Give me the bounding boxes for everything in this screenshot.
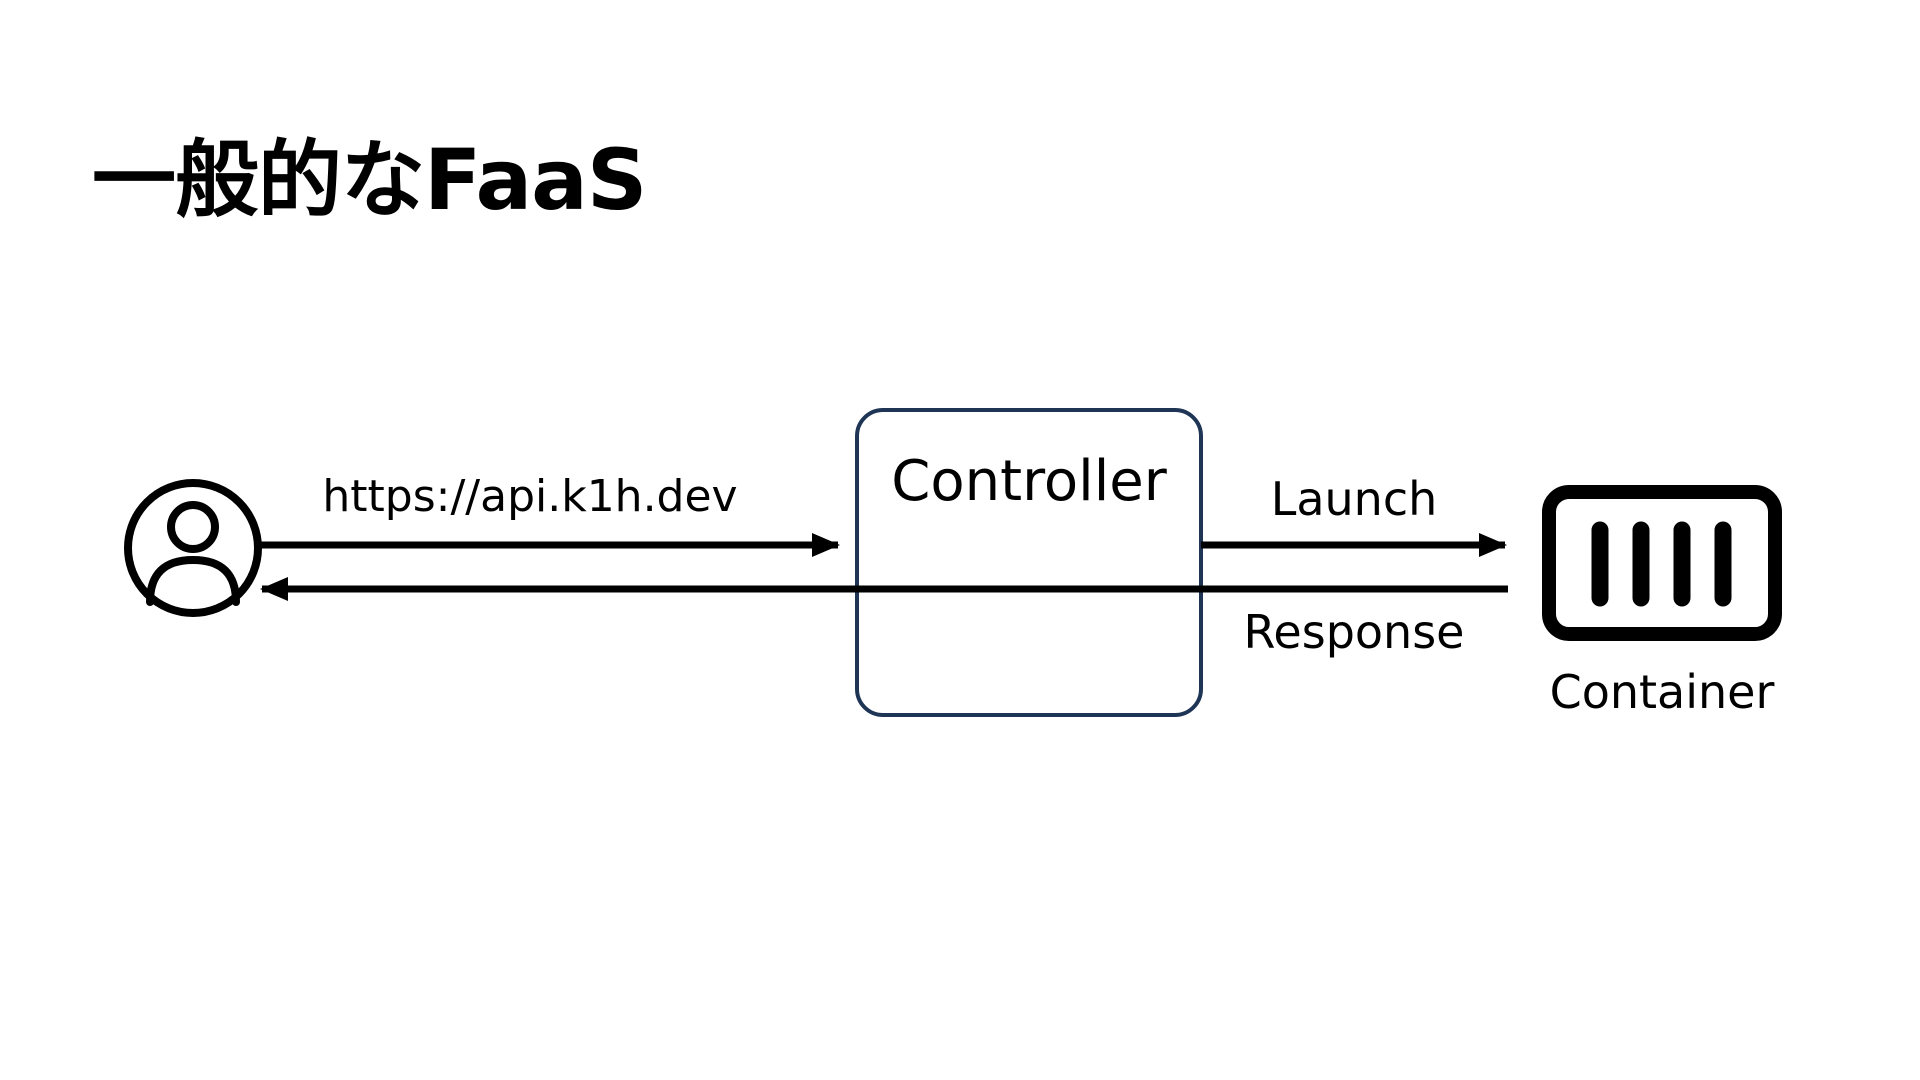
request-label: https://api.k1h.dev [322,471,737,522]
response-label: Response [1244,605,1465,659]
launch-label: Launch [1271,472,1438,526]
controller-box [855,408,1203,717]
container-icon [1542,485,1782,641]
user-icon [124,479,262,617]
slide-title: 一般的なFaaS [92,131,647,229]
container-label: Container [1550,665,1775,719]
controller-label: Controller [891,449,1167,514]
